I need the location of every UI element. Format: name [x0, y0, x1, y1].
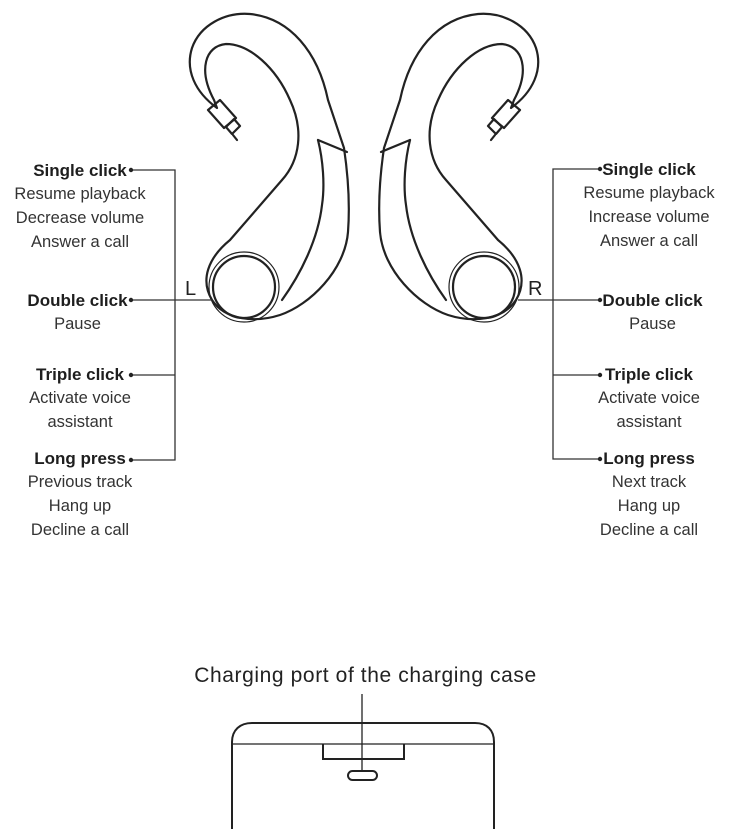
left-connector-pin — [231, 133, 239, 142]
right-single-click-action: Resume playback — [583, 184, 715, 202]
right-single-click-title: Single click — [602, 160, 696, 179]
right-ear-hook — [378, 12, 540, 321]
right-dot-triple — [597, 372, 603, 378]
right-triple-click-action: assistant — [616, 413, 682, 431]
right-connector-tip — [486, 117, 504, 136]
right-triple-click-action: Activate voice — [598, 389, 700, 407]
left-long-press-action: Decline a call — [30, 521, 130, 539]
right-dot-long — [597, 456, 603, 462]
right-connector-pin — [489, 133, 497, 142]
left-single-click-action: Answer a call — [30, 233, 130, 251]
right-double-click-title: Double click — [602, 291, 703, 310]
case-hinge — [322, 744, 405, 760]
left-triple-click-group: Triple click Activate voice assistant — [0, 364, 160, 434]
right-earbud — [378, 12, 540, 323]
left-double-click-title: Double click — [27, 291, 128, 310]
left-long-press-action: Previous track — [27, 473, 133, 491]
left-long-press-action: Hang up — [48, 497, 112, 515]
case-body — [231, 722, 495, 829]
left-single-click-group: Single click Resume playback Decrease vo… — [0, 160, 160, 254]
left-connector-body — [206, 98, 238, 130]
right-touch-button-ring — [448, 251, 520, 323]
right-hook-inner-seam — [403, 138, 448, 302]
charging-case-label: Charging port of the charging case — [194, 664, 537, 687]
left-single-click-title: Single click — [33, 161, 127, 180]
left-double-click-group: Double click Pause — [0, 290, 155, 336]
right-long-press-action: Next track — [611, 473, 687, 491]
left-dot-long — [128, 457, 134, 463]
left-single-click-action: Decrease volume — [15, 209, 145, 227]
left-double-click-action: Pause — [54, 315, 101, 333]
right-single-click-action: Increase volume — [588, 208, 710, 226]
left-connector-tip — [224, 117, 242, 136]
right-callout-lines — [518, 168, 600, 460]
right-single-click-action: Answer a call — [599, 232, 699, 250]
right-triple-click-group: Triple click Activate voice assistant — [569, 364, 729, 434]
usb-c-port — [347, 770, 378, 781]
left-ear-hook — [188, 12, 350, 321]
right-long-press-group: Long press Next track Hang up Decline a … — [569, 448, 729, 542]
left-hook-inner-seam — [280, 138, 325, 302]
charging-case — [231, 694, 495, 829]
right-single-click-group: Single click Resume playback Increase vo… — [569, 159, 729, 253]
left-touch-button-ring — [208, 251, 280, 323]
left-touch-button — [211, 254, 277, 320]
right-dot-double — [597, 297, 603, 303]
right-long-press-action: Decline a call — [599, 521, 699, 539]
right-side-letter: R — [528, 278, 543, 300]
right-dot-single — [597, 166, 603, 172]
left-callout-lines — [131, 169, 212, 461]
left-hook-seam — [316, 138, 349, 154]
left-triple-click-action: Activate voice — [29, 389, 131, 407]
left-dot-double — [128, 297, 134, 303]
left-dot-single — [128, 167, 134, 173]
left-dot-triple — [128, 372, 134, 378]
left-triple-click-action: assistant — [47, 413, 113, 431]
right-triple-click-title: Triple click — [605, 365, 693, 384]
right-connector-body — [490, 98, 522, 130]
left-earbud — [188, 12, 350, 323]
right-long-press-action: Hang up — [617, 497, 681, 515]
right-touch-button — [451, 254, 517, 320]
left-triple-click-title: Triple click — [36, 365, 124, 384]
left-single-click-action: Resume playback — [14, 185, 146, 203]
right-double-click-action: Pause — [629, 315, 676, 333]
right-hook-seam — [379, 138, 412, 154]
left-long-press-title: Long press — [34, 449, 126, 468]
right-double-click-group: Double click Pause — [575, 290, 730, 336]
right-long-press-title: Long press — [603, 449, 695, 468]
left-long-press-group: Long press Previous track Hang up Declin… — [0, 448, 160, 542]
left-side-letter: L — [185, 278, 197, 300]
